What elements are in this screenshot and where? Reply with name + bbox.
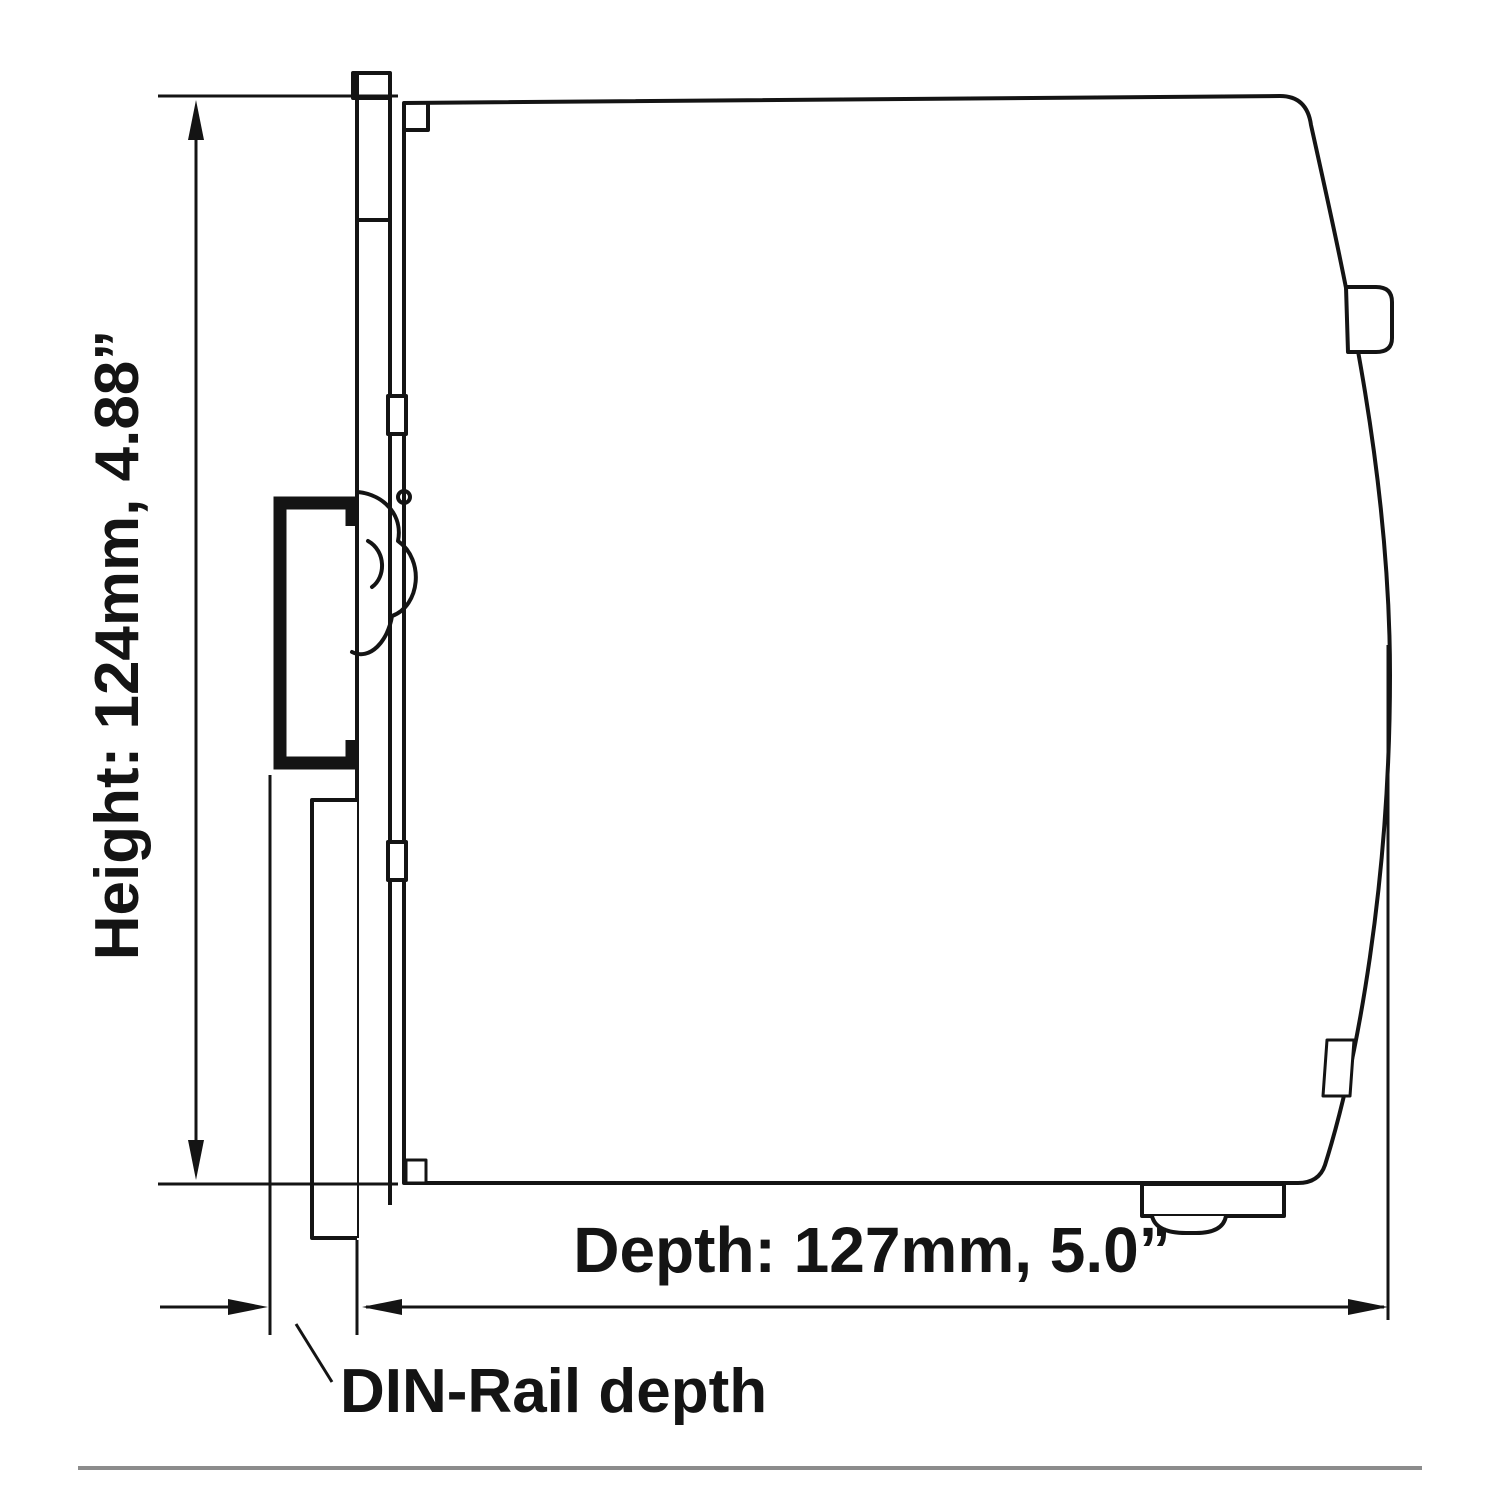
device-outline — [402, 94, 1394, 1235]
din-depth-arrow — [228, 1299, 268, 1315]
latch-pivot — [396, 489, 412, 505]
side-connector-bump — [1344, 285, 1394, 354]
din-rail-section — [273, 496, 359, 770]
height-arrow-down — [188, 1140, 204, 1180]
device-body — [402, 94, 1392, 1185]
din-rail-depth-label: DIN-Rail depth — [340, 1357, 767, 1426]
top-edge-step — [404, 103, 430, 132]
top-mount-tab — [351, 71, 392, 100]
height-dimension — [158, 94, 398, 1186]
mount-notch-lower — [386, 840, 408, 882]
latch-outer-curve — [350, 490, 418, 656]
depth-dimension — [160, 645, 1390, 1383]
lower-clip-block — [310, 798, 357, 1240]
mount-notch-upper — [386, 394, 408, 436]
bottom-clip-foot — [404, 1158, 428, 1185]
din-rail-profile — [273, 496, 359, 770]
bottom-terminal — [1140, 1182, 1286, 1218]
height-label: Height: 124mm, 4.88” — [83, 330, 152, 961]
front-notch — [1321, 1038, 1356, 1098]
latch-inner-curve — [366, 539, 384, 589]
din-depth-leader — [294, 1323, 334, 1383]
depth-label: Depth: 127mm, 5.0” — [573, 1214, 1171, 1286]
height-arrow-up — [188, 100, 204, 140]
bottom-terminal-bump — [1150, 1215, 1228, 1235]
din-rail-latch — [350, 489, 418, 656]
depth-arrow-left — [362, 1299, 402, 1315]
depth-arrow-right — [1348, 1299, 1388, 1315]
